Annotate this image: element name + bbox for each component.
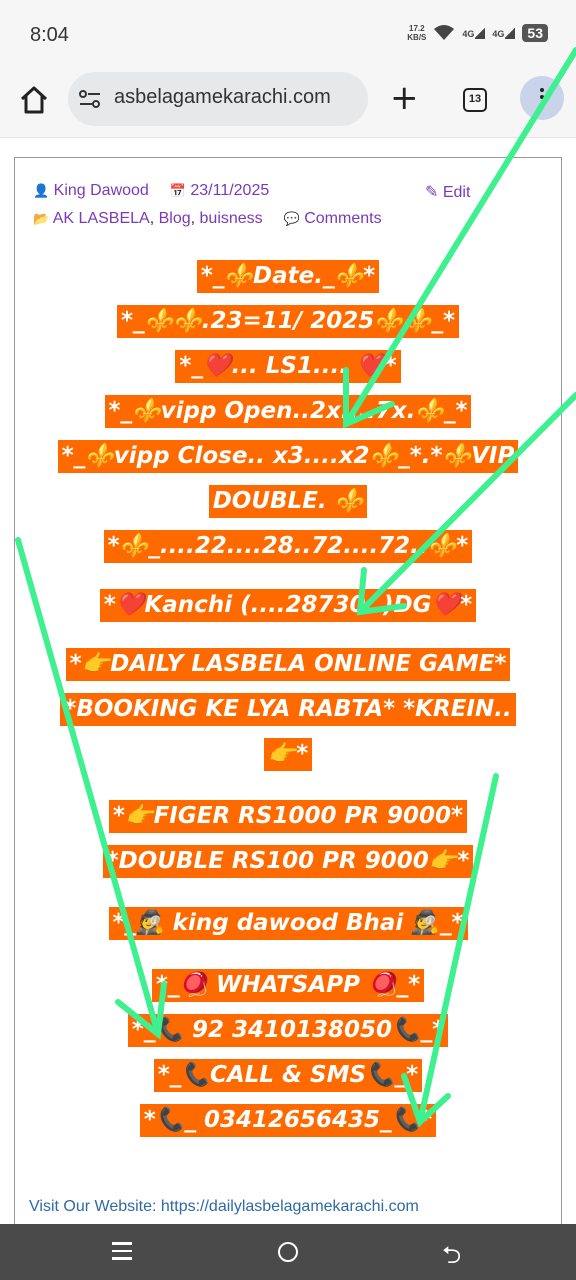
signal-bars-icon: [475, 27, 486, 39]
url-text[interactable]: asbelagamekarachi.com: [114, 86, 331, 108]
post-line: *_⚜️vipp Open..2x....7x.⚜️_*: [104, 395, 472, 428]
more-menu-button[interactable]: [520, 76, 564, 120]
post-line: *📞_ 03412656435_📞*: [139, 1104, 437, 1137]
network-speed: 17.2 KB/S: [407, 24, 426, 42]
plus-icon[interactable]: +: [390, 78, 419, 118]
post-line: *_🪀 WHATSAPP 🪀_*: [151, 969, 425, 1002]
post-line: *_❤️... LS1.... ❤️*: [175, 350, 401, 383]
post-date[interactable]: 23/11/2025: [190, 182, 270, 199]
browser-toolbar: asbelagamekarachi.com + 13: [0, 72, 576, 138]
comments-link[interactable]: Comments: [304, 210, 382, 227]
post-content: 👤 King Dawood 📅 23/11/2025 ✎ Edit 📂 AK L…: [14, 157, 562, 1224]
edit-label[interactable]: Edit: [442, 184, 471, 201]
battery-indicator: 53: [522, 24, 548, 42]
network-type-2: 4G: [492, 29, 505, 39]
speed-value: 17.2: [409, 24, 425, 33]
post-line: *_🕵️ king dawood Bhai 🕵️_*: [108, 907, 468, 940]
edit-link[interactable]: ✎ Edit: [425, 182, 470, 202]
post-line: *👉FIGER RS1000 PR 9000*: [108, 800, 468, 833]
pencil-icon: ✎: [425, 184, 439, 201]
post-line: *BOOKING KE LYA RABTA* *KREIN..: [60, 693, 516, 726]
post-line: *⚜️_....22....28..72....72..⚜️*: [103, 530, 473, 563]
post-body: *_⚜️Date._⚜️* *_⚜️⚜️.23=11/ 2025⚜️⚜️_* *…: [15, 260, 561, 1149]
post-line: *_⚜️Date._⚜️*: [196, 260, 380, 293]
tabs-icon[interactable]: 13: [463, 88, 487, 112]
recents-icon[interactable]: [112, 1242, 132, 1262]
post-line: *_📞 92 3410138050📞_*: [127, 1014, 449, 1047]
comment-icon: 💬: [283, 211, 300, 226]
post-line: *_⚜️vipp Close.. x3....x2⚜️_*.*⚜️VIP: [57, 440, 519, 473]
author-link[interactable]: King Dawood: [53, 182, 149, 199]
visit-website-link[interactable]: Visit Our Website: https://dailylasbelag…: [29, 1198, 419, 1215]
status-time: 8:04: [30, 24, 69, 46]
post-line: *DOUBLE RS100 PR 9000👉*: [102, 845, 474, 878]
back-icon[interactable]: ⮌: [442, 1241, 462, 1269]
site-settings-icon[interactable]: [78, 88, 102, 110]
post-line: *_⚜️⚜️.23=11/ 2025⚜️⚜️_*: [116, 305, 460, 338]
signal-2: 4G: [492, 27, 516, 39]
more-menu-icon: [540, 88, 544, 108]
speed-unit: KB/S: [407, 33, 427, 42]
post-meta-row-2: 📂 AK LASBELA, Blog, buisness 💬 Comments: [33, 210, 382, 227]
post-line: 👉*: [263, 738, 313, 771]
status-icons: 17.2 KB/S 4G 4G 53: [407, 24, 548, 42]
post-line: *👉DAILY LASBELA ONLINE GAME*: [65, 648, 511, 681]
user-icon: 👤: [33, 183, 50, 198]
folder-icon: 📂: [33, 211, 50, 226]
signal-bars-icon: [505, 27, 516, 39]
system-nav-bar: ⮌: [0, 1224, 576, 1280]
post-line: *❤️Kanchi (....28730..)DG❤️*: [99, 589, 477, 622]
wifi-icon: [434, 25, 455, 40]
home-circle-icon[interactable]: [278, 1242, 298, 1262]
post-meta-row-1: 👤 King Dawood 📅 23/11/2025: [33, 182, 269, 200]
post-line: *_📞CALL & SMS📞_*: [153, 1059, 423, 1092]
signal-1: 4G: [462, 27, 486, 39]
post-line: DOUBLE. ⚜️: [208, 485, 368, 518]
category-link[interactable]: buisness: [199, 210, 263, 227]
address-bar[interactable]: asbelagamekarachi.com: [68, 72, 368, 126]
category-link[interactable]: Blog: [158, 210, 191, 227]
home-icon[interactable]: [18, 84, 50, 116]
network-type-1: 4G: [462, 29, 475, 39]
calendar-icon: 📅: [169, 183, 186, 198]
category-link[interactable]: AK LASBELA: [52, 210, 150, 227]
status-bar: 8:04 17.2 KB/S 4G 4G 53: [0, 0, 576, 72]
